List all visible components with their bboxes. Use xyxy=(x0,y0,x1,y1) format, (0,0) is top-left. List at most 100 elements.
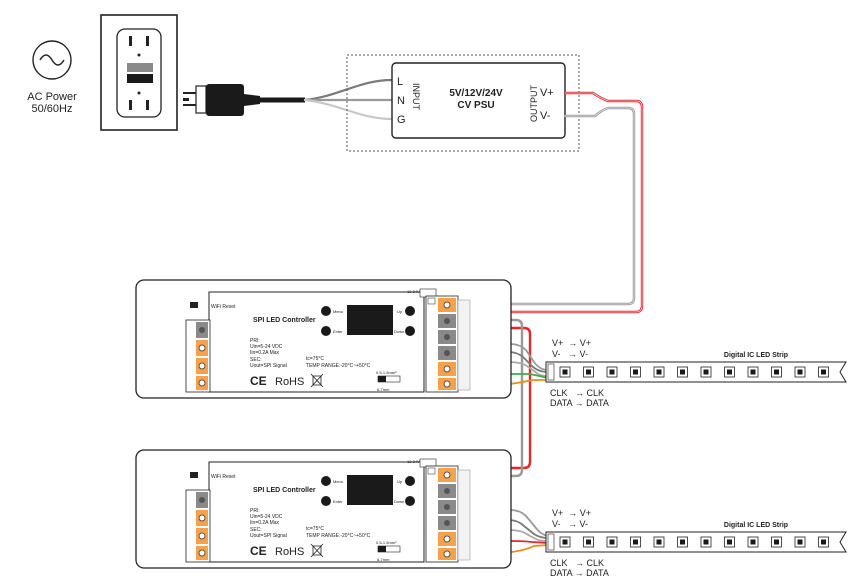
psu-input-label: INPUT xyxy=(411,83,421,111)
tc-rating: tc=75°C xyxy=(306,526,324,532)
up-label: Up xyxy=(397,479,403,484)
strip-length: 6-7mm xyxy=(377,557,390,562)
up-button[interactable] xyxy=(405,476,415,486)
map-data: DATA → DATA xyxy=(550,568,609,578)
led-chip-core xyxy=(633,369,638,375)
controller-1: WiFi Reset SPI LED Controller Menu Enter… xyxy=(135,279,512,399)
ac-frequency-label: 50/60Hz xyxy=(32,103,73,115)
sec-label: SEC: xyxy=(250,357,262,363)
strip-body xyxy=(545,531,847,553)
rohs-mark: RoHS xyxy=(275,376,304,388)
map-vplus: V+ → V+ xyxy=(552,508,591,518)
menu-label: Menu xyxy=(333,479,343,484)
led-chip-core xyxy=(797,369,803,375)
map-vminus: V- → V- xyxy=(552,519,588,529)
led-chip-core xyxy=(656,369,662,375)
controller-title: SPI LED Controller xyxy=(253,317,316,324)
led-chip-core xyxy=(703,369,709,375)
map-vplus: V+ → V+ xyxy=(552,338,591,348)
strip-body xyxy=(545,361,847,383)
tc-rating: tc=75°C xyxy=(306,356,324,362)
led-chip-core xyxy=(727,539,732,545)
temp-range: TEMP RANGE:-20°C~+50°C xyxy=(306,363,371,369)
map-data: DATA → DATA xyxy=(550,398,609,408)
sec-uout: Uout=SPI Signal xyxy=(250,533,287,539)
wifi-reset-button[interactable] xyxy=(190,472,198,478)
wire-strip-icon xyxy=(377,375,401,383)
led-strip-1: Digital IC LED Strip V+ → V+ V- → V- CLK… xyxy=(545,338,847,408)
pri-label: PRI: xyxy=(250,508,260,514)
led-chip-core xyxy=(774,539,779,545)
led-chip-core xyxy=(586,369,591,375)
supply-label: 12-24V xyxy=(407,289,420,294)
display-screen xyxy=(347,305,393,335)
supply-label: 12-24V xyxy=(407,459,420,464)
up-label: Up xyxy=(397,309,403,314)
led-chip-core xyxy=(633,539,638,545)
led-chip-core xyxy=(609,539,615,545)
down-button[interactable] xyxy=(405,496,415,506)
map-clk: CLK → CLK xyxy=(550,558,604,568)
enter-button[interactable] xyxy=(321,326,331,336)
wifi-reset-button[interactable] xyxy=(190,302,198,308)
sec-label: SEC: xyxy=(250,527,262,533)
ac-sine-icon xyxy=(32,40,72,80)
weee-bin-icon xyxy=(310,543,324,558)
strip-title: Digital IC LED Strip xyxy=(724,352,788,359)
menu-button[interactable] xyxy=(321,306,331,316)
pri-uin: Uin=5-24 VDC xyxy=(250,514,283,520)
wire-spec: 0.5-1.5mm² xyxy=(376,540,397,545)
led-chip-core xyxy=(562,369,568,375)
strip-connector xyxy=(547,363,555,381)
down-label: Down xyxy=(394,499,404,504)
right-terminal-block xyxy=(425,295,471,393)
weee-bin-icon xyxy=(310,373,324,388)
pri-uin: Uin=5-24 VDC xyxy=(250,344,283,350)
ac-power-source: AC Power 50/60Hz xyxy=(27,40,77,115)
led-chip-core xyxy=(680,539,685,545)
psu-pin-g: G xyxy=(397,114,406,126)
strip-connector xyxy=(547,533,555,551)
wall-outlet xyxy=(100,14,178,131)
map-clk: CLK → CLK xyxy=(550,388,604,398)
strip-length: 6-7mm xyxy=(377,387,390,392)
led-chip-core xyxy=(797,539,803,545)
psu-body xyxy=(391,62,566,139)
rohs-mark: RoHS xyxy=(275,546,304,558)
enter-label: Enter xyxy=(333,329,343,334)
controller-title: SPI LED Controller xyxy=(253,487,316,494)
strip-title: Digital IC LED Strip xyxy=(724,522,788,529)
psu-pin-l: L xyxy=(397,76,403,88)
led-chip-core xyxy=(821,369,826,375)
led-chip-core xyxy=(609,369,615,375)
menu-button[interactable] xyxy=(321,476,331,486)
psu-output-label: OUTPUT xyxy=(529,85,539,123)
wire-spec: 0.5-1.5mm² xyxy=(376,370,397,375)
led-strip-2: Digital IC LED Strip V+ → V+ V- → V- CLK… xyxy=(545,508,847,578)
led-chips xyxy=(559,366,829,378)
wire-strip-icon xyxy=(377,545,401,553)
led-chip-core xyxy=(680,369,685,375)
psu-subtitle: CV PSU xyxy=(457,100,494,111)
psu-title: 5V/12V/24V xyxy=(449,88,503,99)
led-chip-core xyxy=(750,539,756,545)
down-button[interactable] xyxy=(405,326,415,336)
led-chip-core xyxy=(727,369,732,375)
sec-uout: Uout=SPI Signal xyxy=(250,363,287,369)
psu-pin-n: N xyxy=(397,95,405,107)
temp-range: TEMP RANGE:-20°C~+50°C xyxy=(306,533,371,539)
sine-wave xyxy=(39,54,65,66)
enter-button[interactable] xyxy=(321,496,331,506)
power-plug xyxy=(183,84,305,116)
up-button[interactable] xyxy=(405,306,415,316)
ac-input-wires xyxy=(303,78,394,121)
menu-label: Menu xyxy=(333,309,343,314)
enter-label: Enter xyxy=(333,499,343,504)
led-chips xyxy=(559,536,829,548)
controller-power-bridge xyxy=(468,318,532,478)
controller-2: WiFi Reset SPI LED Controller Menu Enter… xyxy=(135,449,512,569)
ac-power-label: AC Power xyxy=(27,91,77,103)
down-label: Down xyxy=(394,329,404,334)
pri-iin: Iin=0.2A Max xyxy=(250,520,280,526)
